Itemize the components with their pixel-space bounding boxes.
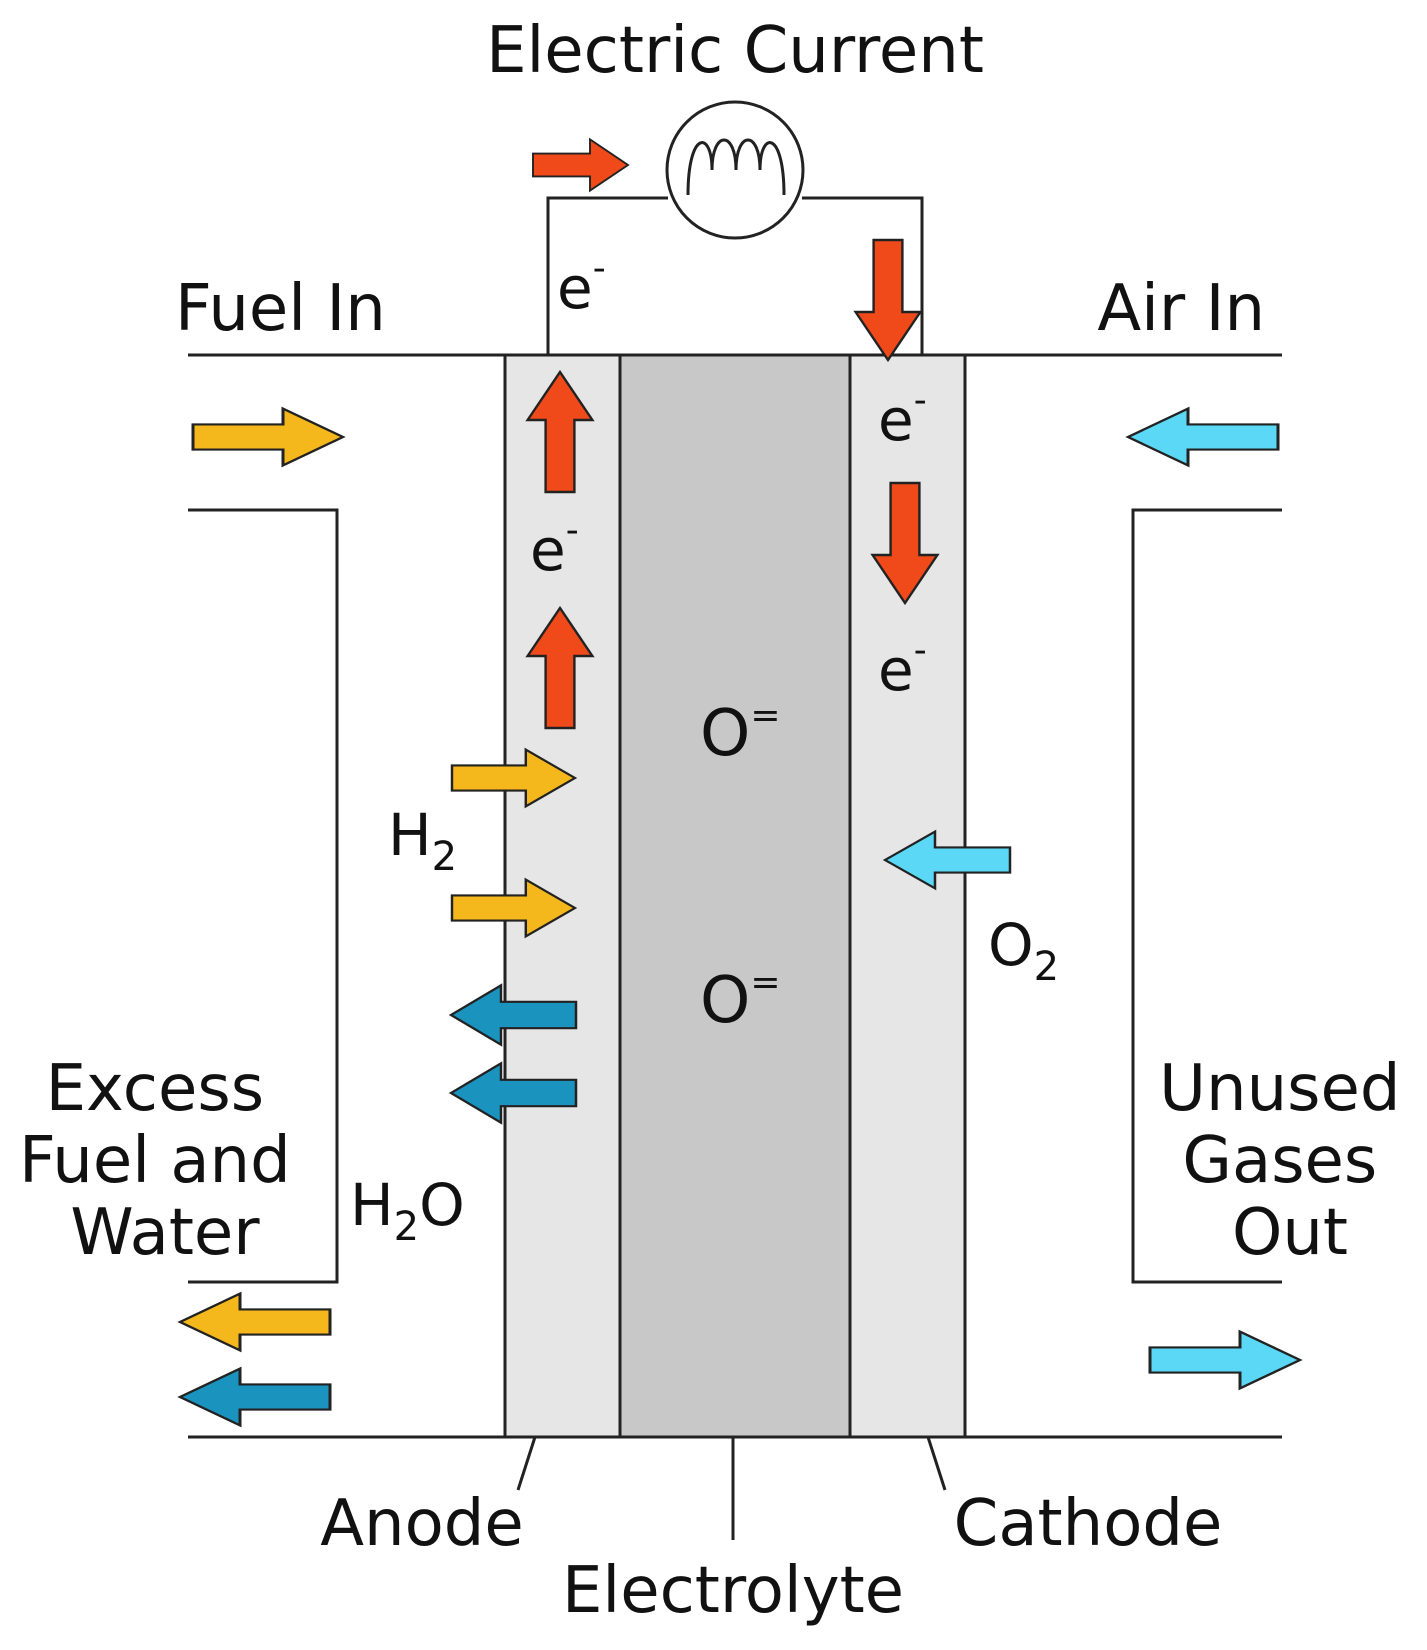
excess-fuel-line-2: Fuel and — [19, 1124, 291, 1198]
electron-label-anode: e- — [530, 510, 579, 584]
oxide-o: O — [700, 964, 750, 1038]
excess-fuel-line-1: Excess — [46, 1052, 264, 1126]
electron-label-cathode-upper: e- — [878, 380, 927, 454]
external-circuit-wire — [546, 196, 668, 355]
excess-fuel-out-arrow — [178, 1292, 332, 1352]
left-channel-wall — [188, 508, 339, 1284]
electron-label-cathode-lower: e- — [878, 630, 927, 704]
electrolyte-layer — [618, 353, 852, 1439]
lamp-icon — [665, 100, 805, 240]
fuel-in-label: Fuel In — [175, 272, 386, 346]
electron-charge: - — [566, 510, 579, 551]
electric-current-label: Electric Current — [486, 14, 984, 88]
water-h: H — [350, 1171, 394, 1239]
air-in-label: Air In — [1097, 272, 1265, 346]
oxygen-o: O — [988, 911, 1034, 979]
electron-charge: - — [914, 630, 927, 671]
unused-gases-line-2: Gases — [1182, 1124, 1377, 1198]
electron-label-circuit: e- — [557, 248, 606, 322]
anode-leader-line — [516, 1436, 537, 1491]
oxygen-subscript: 2 — [1034, 944, 1059, 990]
air-in-arrow — [1126, 407, 1280, 467]
oxide-charge: = — [750, 695, 780, 736]
unused-gases-line-1: Unused — [1159, 1052, 1400, 1126]
right-channel-wall — [1131, 508, 1282, 1284]
electron-charge: - — [914, 380, 927, 421]
oxide-ion-label-lower: O= — [700, 962, 781, 1038]
water-out-arrow — [178, 1367, 332, 1427]
external-circuit-wire-right — [802, 196, 924, 355]
fuel-in-arrow — [191, 407, 345, 467]
electron-e: e — [878, 636, 914, 704]
hydrogen-h: H — [388, 801, 432, 869]
water-o: O — [419, 1171, 465, 1239]
unused-gases-out-arrow — [1148, 1330, 1302, 1390]
oxide-charge: = — [750, 962, 780, 1003]
unused-gases-label: Unused Gases Out — [1159, 1052, 1421, 1270]
electron-arrow-cathode-entry — [854, 238, 922, 362]
electron-e: e — [878, 386, 914, 454]
oxide-ion-label-upper: O= — [700, 695, 781, 771]
water-subscript: 2 — [394, 1204, 419, 1250]
electron-e: e — [557, 254, 593, 322]
oxide-o: O — [700, 697, 750, 771]
cathode-label: Cathode — [954, 1487, 1223, 1561]
oxygen-label: O2 — [988, 911, 1059, 990]
hydrogen-label: H2 — [388, 801, 457, 880]
hydrogen-subscript: 2 — [432, 834, 457, 880]
excess-fuel-line-3: Water — [70, 1196, 260, 1270]
electron-charge: - — [593, 248, 606, 289]
cathode-leader-line — [926, 1436, 947, 1491]
water-label: H2O — [350, 1171, 465, 1250]
excess-fuel-label: Excess Fuel and Water — [19, 1052, 311, 1270]
anode-label: Anode — [320, 1487, 524, 1561]
electron-e: e — [530, 516, 566, 584]
electron-arrow-circuit — [532, 138, 629, 192]
unused-gases-line-3: Out — [1232, 1196, 1348, 1270]
electrolyte-label: Electrolyte — [562, 1554, 904, 1628]
